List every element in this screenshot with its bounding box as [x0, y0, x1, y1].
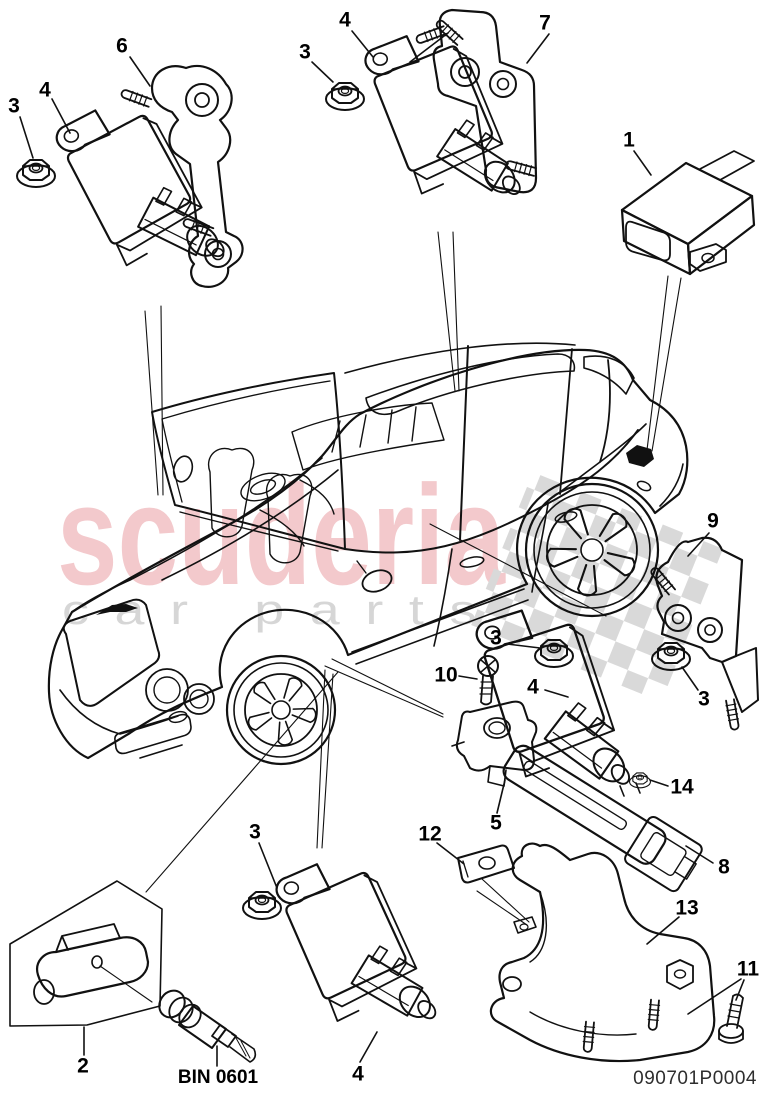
callout-3: 3 [299, 40, 311, 64]
callout-1: 1 [623, 128, 635, 152]
brand-badge [96, 604, 138, 615]
rear-wheel [524, 482, 660, 618]
callout-leaders [19, 30, 745, 1067]
callout-5: 5 [490, 811, 502, 835]
part-3-nut [16, 159, 56, 188]
bin-label: BIN 0601 [177, 1067, 259, 1088]
callout-4: 4 [352, 1062, 364, 1086]
part-4-sensor [51, 90, 230, 285]
callout-3: 3 [249, 820, 261, 844]
callout-9: 9 [707, 509, 719, 533]
callout-3: 3 [8, 94, 20, 118]
control-unit-location-marker [626, 445, 654, 467]
part-13-bracket [489, 842, 716, 1063]
part-4-sensor [273, 852, 441, 1038]
callout-14: 14 [670, 775, 694, 799]
watermark-brand: scuderia [57, 456, 506, 615]
part-6-bracket [119, 64, 244, 288]
callout-4: 4 [339, 8, 351, 32]
callout-3: 3 [698, 687, 710, 711]
callout-4: 4 [39, 78, 51, 102]
part-9-bracket [647, 536, 759, 732]
valve-stem [158, 989, 257, 1063]
part-10-screw [477, 655, 499, 706]
front-wheel [225, 654, 337, 766]
checkered-flag [471, 472, 724, 702]
part-3-nut [242, 891, 282, 920]
part-3-nut [325, 82, 365, 111]
car-illustration [47, 342, 689, 766]
part-2-tpms-sensor [9, 880, 163, 1027]
callout-11: 11 [736, 957, 760, 981]
callout-6: 6 [116, 34, 128, 58]
callout-8: 8 [718, 855, 730, 879]
callout-4: 4 [527, 675, 539, 699]
part-12-clip [457, 844, 537, 934]
callout-7: 7 [539, 11, 551, 35]
callout-2: 2 [77, 1054, 89, 1078]
part-5-clamp [451, 700, 538, 787]
callout-3: 3 [490, 626, 502, 650]
drawing-number: 090701P0004 [633, 1068, 757, 1089]
callout-12: 12 [418, 822, 442, 846]
part-11-bolt [718, 993, 744, 1044]
part-14-nut [628, 772, 652, 789]
callout-10: 10 [434, 663, 458, 687]
callout-13: 13 [675, 896, 699, 920]
car-interior [179, 402, 445, 564]
part-1-control-unit [620, 150, 756, 276]
watermark: scuderia car parts [57, 456, 724, 702]
